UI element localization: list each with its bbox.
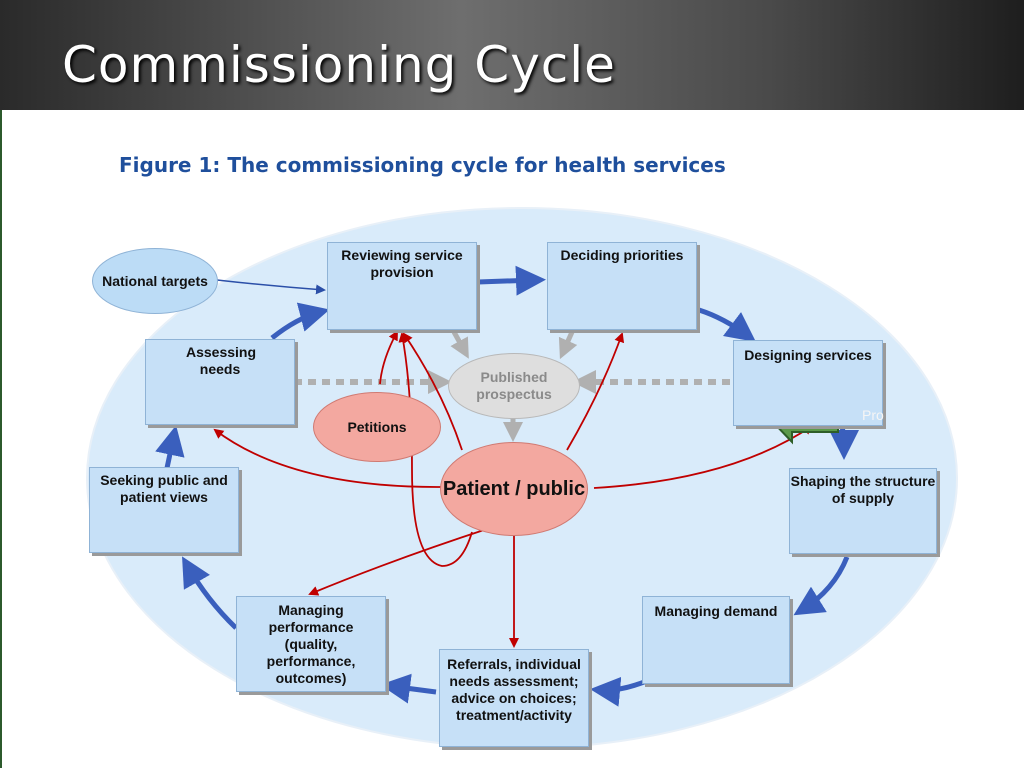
national-targets-ellipse: National targets (92, 248, 218, 314)
cycle-arrow-referrals-to-performance (380, 673, 437, 704)
red-arrow-patient-to-deciding (566, 332, 625, 451)
cycle-arrow-reviewing-to-deciding (477, 265, 546, 296)
published-prospectus-ellipse: Published prospectus (448, 353, 580, 419)
cycle-arrow-performance-to-seeking (182, 556, 238, 630)
box-shaping-structure-of-supply: Shaping the structure of supply (789, 468, 937, 554)
cycle-arrow-seeking-to-assessing (155, 425, 185, 469)
left-edge-strip (0, 110, 2, 768)
box-managing-demand: Managing demand (642, 596, 790, 684)
box-seeking-public-patient-views: Seeking public and patient views (89, 467, 239, 553)
cycle-arrow-assessing-to-reviewing (270, 302, 330, 340)
box-reviewing-service-provision: Reviewing service provision (327, 242, 477, 330)
red-arrow-patient-to-performance (308, 527, 491, 596)
figure-caption: Figure 1: The commissioning cycle for he… (119, 153, 726, 177)
cycle-arrow-shaping-to-demand (793, 556, 850, 616)
petitions-ellipse: Petitions (313, 392, 441, 462)
box-deciding-priorities: Deciding priorities (547, 242, 697, 330)
grey-arrow-from-reviewing (450, 330, 469, 359)
box-managing-performance: Managing performance (quality, performan… (236, 596, 386, 692)
red-arrow-loop-to-reviewing (398, 332, 473, 567)
title-bar: Commissioning Cycle (0, 0, 1024, 110)
box-designing-services: Designing services (733, 340, 883, 426)
overlay-ghost-text: Pro (862, 407, 884, 423)
red-arrow-petitions-to-reviewing (379, 330, 398, 385)
cycle-arrow-deciding-to-designing (698, 307, 757, 342)
commissioning-cycle-figure: Figure 1: The commissioning cycle for he… (2, 110, 1024, 768)
box-assessing-needs: Assessing needs (145, 339, 295, 425)
grey-arrow-from-deciding (558, 330, 578, 360)
slide-title: Commissioning Cycle (62, 36, 616, 94)
red-arrow-patient-to-reviewing (402, 332, 463, 451)
arrow-national-targets (216, 279, 326, 295)
red-arrow-patient-to-assessing (213, 428, 443, 488)
box-referrals: Referrals, individual needs assessment; … (439, 649, 589, 747)
patient-public-ellipse: Patient / public (440, 442, 588, 536)
